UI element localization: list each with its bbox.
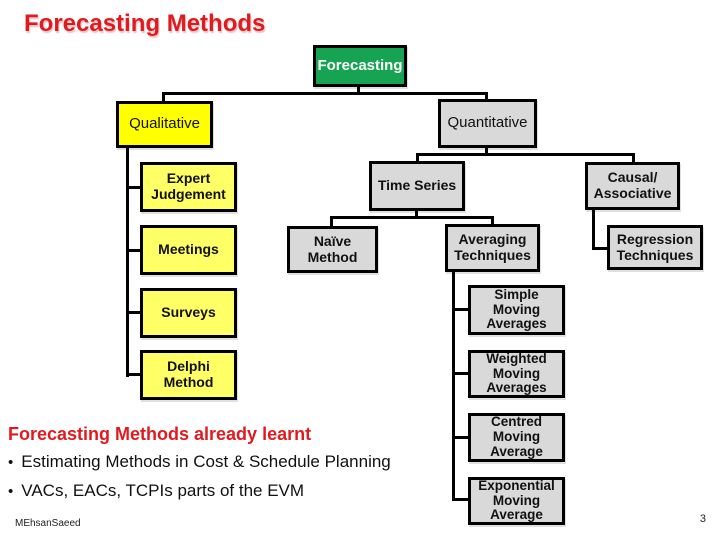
connector: [632, 153, 635, 163]
bullet-icon: •: [8, 454, 14, 471]
note-bullet-text: VACs, EACs, TCPIs parts of the EVM: [21, 481, 305, 500]
connector: [126, 186, 140, 189]
node-time-series: Time Series: [369, 161, 465, 211]
footer-author: MEhsanSaeed: [15, 518, 81, 529]
connector: [126, 147, 129, 377]
connector: [485, 92, 488, 100]
node-meetings: Meetings: [140, 225, 237, 275]
node-surveys: Surveys: [140, 288, 237, 338]
note-bullet: • VACs, EACs, TCPIs parts of the EVM: [8, 481, 304, 503]
connector: [452, 308, 468, 311]
connector: [592, 247, 607, 250]
connector: [330, 216, 494, 219]
connector: [452, 498, 468, 501]
connector: [162, 92, 488, 95]
connector: [126, 311, 140, 314]
connector: [491, 216, 494, 225]
note-bullet-text: Estimating Methods in Cost & Schedule Pl…: [21, 452, 391, 471]
bullet-icon: •: [8, 483, 14, 500]
connector: [452, 271, 455, 501]
node-expert-judgement: Expert Judgement: [140, 162, 237, 212]
node-centred-moving-average: Centred Moving Average: [468, 413, 565, 462]
connector: [126, 249, 140, 252]
node-simple-moving-averages: Simple Moving Averages: [468, 285, 565, 335]
node-weighted-moving-averages: Weighted Moving Averages: [468, 350, 565, 398]
connector: [126, 373, 140, 376]
node-averaging-techniques: Averaging Techniques: [445, 224, 540, 272]
connector: [415, 210, 418, 219]
node-exponential-moving-average: Exponential Moving Average: [468, 477, 565, 525]
notes-heading: Forecasting Methods already learnt: [8, 424, 312, 444]
slide-title: Forecasting Methods: [24, 10, 266, 37]
connector: [416, 153, 635, 156]
node-qualitative: Qualitative: [116, 101, 213, 148]
note-bullet: • Estimating Methods in Cost & Schedule …: [8, 452, 391, 474]
node-forecasting: Forecasting: [313, 45, 407, 87]
connector: [452, 372, 468, 375]
node-causal-associative: Causal/ Associative: [585, 162, 680, 210]
node-naive-method: Naïve Method: [287, 226, 378, 273]
connector: [162, 92, 165, 102]
node-regression-techniques: Regression Techniques: [607, 225, 703, 270]
connector: [357, 86, 360, 95]
node-delphi-method: Delphi Method: [140, 350, 237, 400]
connector: [592, 209, 595, 250]
connector: [485, 147, 488, 156]
connector: [452, 436, 468, 439]
node-quantitative: Quantitative: [438, 99, 537, 148]
connector: [416, 153, 419, 162]
page-number: 3: [699, 513, 706, 525]
connector: [330, 216, 333, 227]
